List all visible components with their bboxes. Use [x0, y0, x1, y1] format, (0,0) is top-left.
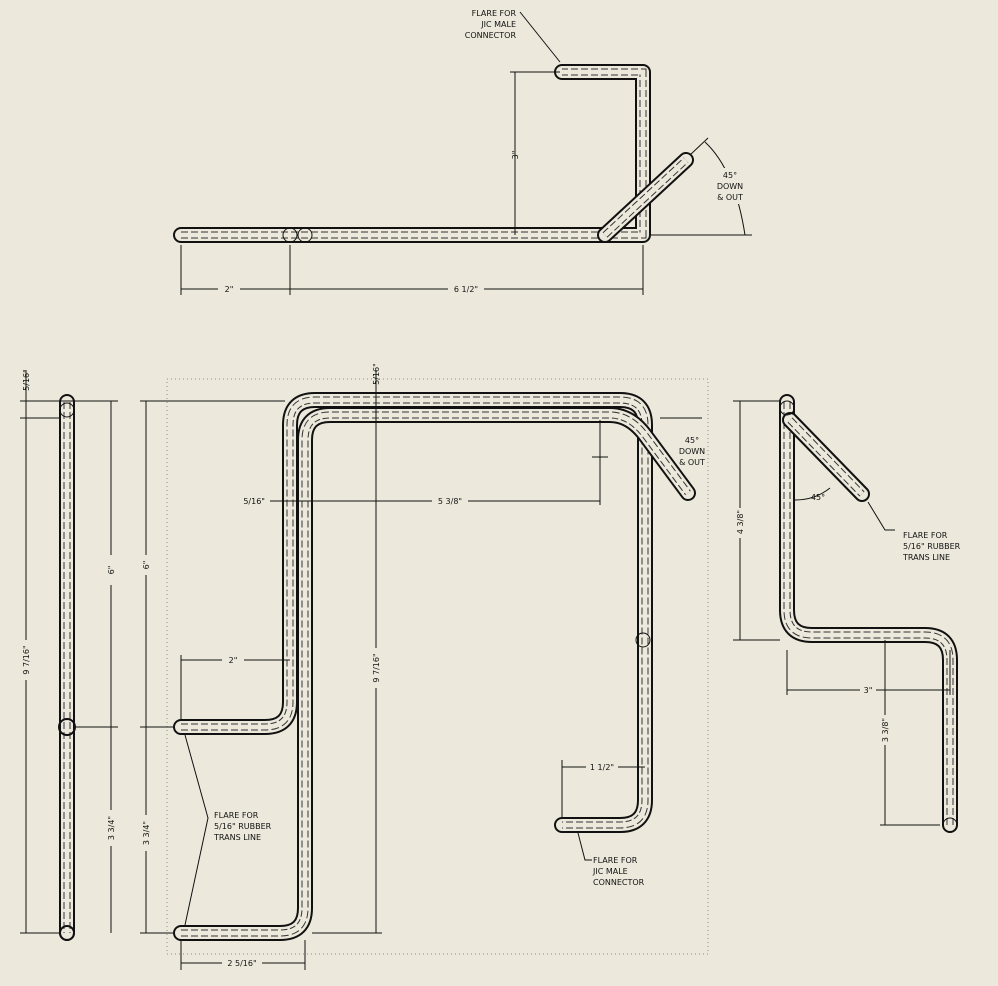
dim-front-total: 9 7/16" [372, 653, 381, 682]
note-line: 5/16" RUBBER [214, 822, 272, 831]
view-border [166, 378, 709, 955]
note-line: CONNECTOR [465, 31, 517, 40]
dim-front-upper: 6" [142, 561, 151, 570]
top-view-dimensions [180, 11, 752, 295]
right-view: 45° 4 3/8" 3" 3 3/8" FLARE FOR 5/16" RUB… [733, 394, 961, 833]
dim-right-width: 3" [864, 686, 873, 695]
front-view: 5/16" 5/16" 5 3/8" 6" 3 3/4" 9 7/16" 2" … [140, 363, 709, 970]
dim-top-height: 3" [511, 151, 520, 160]
note-line: TRANS LINE [213, 833, 261, 842]
note-line: TRANS LINE [902, 553, 950, 562]
dim-front-offset: 5/16" [243, 497, 265, 506]
dim-right-upper: 4 3/8" [736, 510, 745, 534]
dim-top-left: 2" [225, 285, 234, 294]
note-line: 45° [723, 171, 737, 180]
left-view: 5/16" 9 7/16" 6" 3 3/4" [20, 369, 118, 941]
dim-front-jic-stub: 1 1/2" [590, 763, 614, 772]
right-angle: 45° [811, 493, 825, 502]
top-view: 2" 6 1/2" 3" FLARE FOR JIC MALE CONNECTO… [173, 9, 752, 295]
note-line: DOWN [717, 182, 743, 191]
dim-top-length: 6 1/2" [454, 285, 478, 294]
note-line: 45° [685, 436, 699, 445]
note-line: & OUT [679, 458, 705, 467]
front-view-tube [173, 392, 696, 941]
dim-front-bottom: 2 5/16" [227, 959, 256, 968]
note-line: FLARE FOR [214, 811, 259, 820]
dim-front-lower: 3 3/4" [142, 821, 151, 845]
note-line: 5/16" RUBBER [903, 542, 961, 551]
note-line: CONNECTOR [593, 878, 645, 887]
dim-right-lower: 3 3/8" [881, 718, 890, 742]
dim-left-upper: 6" [107, 566, 116, 575]
dim-left-lower: 3 3/4" [107, 816, 116, 840]
note-line: FLARE FOR [593, 856, 638, 865]
top-view-tube [173, 64, 694, 243]
dim-front-stub: 2" [229, 656, 238, 665]
note-line: FLARE FOR [472, 9, 517, 18]
note-line: FLARE FOR [903, 531, 948, 540]
dim-left-total: 9 7/16" [22, 645, 31, 674]
dim-front-width: 5 3/8" [438, 497, 462, 506]
note-line: DOWN [679, 447, 705, 456]
note-line: JIC MALE [592, 867, 628, 876]
dim-front-top-offset: 5/16" [372, 363, 381, 385]
note-line: JIC MALE [480, 20, 516, 29]
note-line: & OUT [717, 193, 743, 202]
dim-left-dia: 5/16" [22, 369, 31, 391]
